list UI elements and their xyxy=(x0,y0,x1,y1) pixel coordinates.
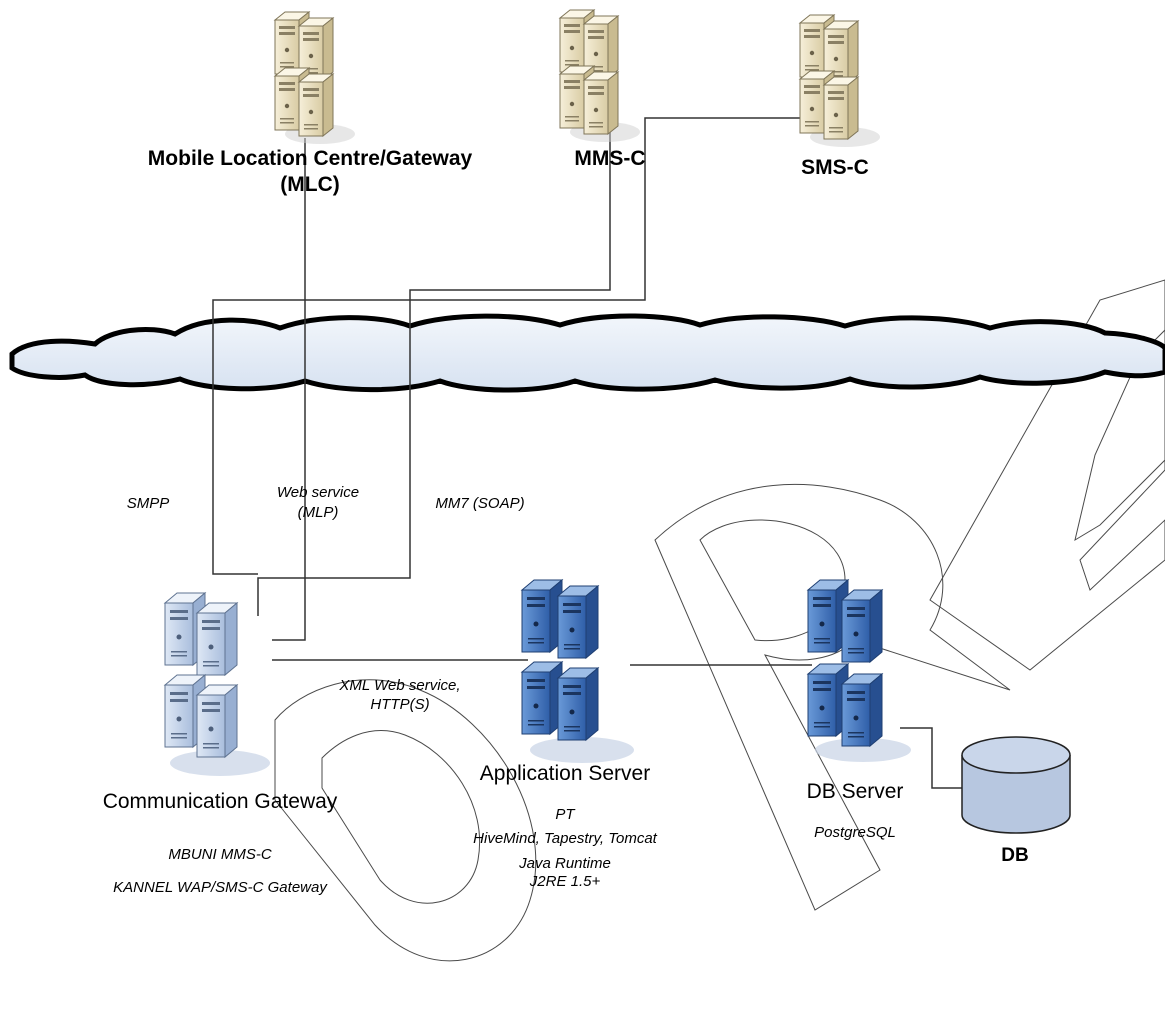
mlc-server-icon xyxy=(274,11,355,144)
mmsc-server-icon xyxy=(559,9,640,142)
app-server-details: PT HiveMind, Tapestry, Tomcat Java Runti… xyxy=(430,803,700,891)
xml-web-service-label: XML Web service, HTTP(S) xyxy=(330,676,470,714)
xml-line2: HTTP(S) xyxy=(370,696,430,713)
app-server-detail-4: J2RE 1.5+ xyxy=(529,873,601,890)
db-server-label: DB Server xyxy=(806,780,904,803)
comm-gateway-detail-2: KANNEL WAP/SMS-C Gateway xyxy=(113,879,327,896)
mlc-label: Mobile Location Centre/Gateway (MLC) xyxy=(105,146,515,198)
app-server-detail-2: HiveMind, Tapestry, Tomcat xyxy=(473,830,657,847)
db-label: DB xyxy=(1001,845,1029,866)
db-server-details: PostgreSQL xyxy=(814,824,896,841)
draft-watermark xyxy=(274,279,1165,962)
comm-gateway-details: MBUNI MMS-C KANNEL WAP/SMS-C Gateway xyxy=(70,838,370,904)
mlc-label-line1: Mobile Location Centre/Gateway xyxy=(147,147,473,170)
web-service-line1: Web service xyxy=(276,484,360,501)
connection-lines xyxy=(212,117,962,789)
comm-gateway-label: Communication Gateway xyxy=(102,790,338,813)
app-server-icon xyxy=(521,579,634,763)
mmsc-label: MMS-C xyxy=(574,147,646,170)
app-server-label: Application Server xyxy=(479,762,651,785)
xml-line1: XML Web service, xyxy=(339,677,461,694)
mlc-label-line2: (MLC) xyxy=(280,173,340,196)
app-server-detail-1: PT xyxy=(555,806,575,823)
comm-gateway-server-icon xyxy=(164,592,270,776)
app-server-detail-3: Java Runtime xyxy=(519,855,611,872)
network-cloud xyxy=(9,313,1165,393)
smsc-label: SMS-C xyxy=(801,156,869,179)
db-server-icon xyxy=(807,579,911,762)
web-service-mlp-label: Web service (MLP) xyxy=(248,483,388,523)
web-service-line2: (MLP) xyxy=(297,504,339,521)
comm-gateway-detail-1: MBUNI MMS-C xyxy=(168,846,272,863)
smpp-label: SMPP xyxy=(126,495,170,512)
database-cylinder-icon xyxy=(961,736,1071,834)
mm7-soap-label: MM7 (SOAP) xyxy=(435,495,525,512)
smsc-server-icon xyxy=(799,14,880,147)
